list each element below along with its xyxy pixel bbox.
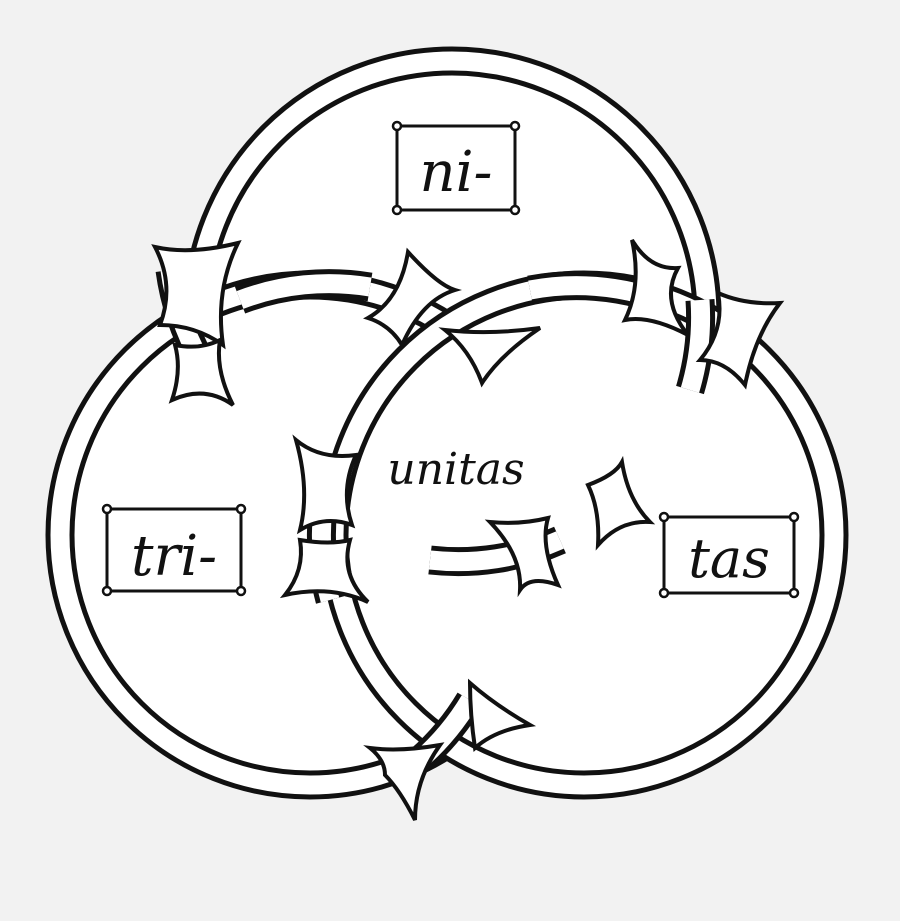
arrowhead-left-lower bbox=[279, 537, 370, 604]
arrowheads bbox=[151, 238, 785, 821]
label-box-left: tri- bbox=[101, 503, 247, 597]
arrowhead-left-upper bbox=[168, 336, 235, 407]
arrowhead-top-left bbox=[151, 240, 242, 350]
arrowhead-bottom-center bbox=[467, 678, 537, 752]
arrowhead-center-right bbox=[484, 515, 562, 598]
label-tri: tri- bbox=[131, 524, 217, 589]
label-box-top: ni- bbox=[391, 120, 521, 216]
arrowhead-top-right bbox=[621, 238, 690, 337]
label-tas: tas bbox=[688, 527, 770, 590]
arrowhead-center-top bbox=[363, 247, 462, 350]
arrowhead-right-outer bbox=[695, 289, 785, 390]
arrowhead-center-left bbox=[292, 434, 360, 535]
arrowhead-right-inner bbox=[585, 455, 656, 551]
label-ni: ni- bbox=[420, 140, 493, 205]
arrowhead-center-right-top bbox=[438, 326, 542, 388]
label-boxes: ni- tri- tas unitas bbox=[101, 120, 800, 599]
arrowhead-bottom bbox=[363, 742, 445, 821]
label-unitas: unitas bbox=[387, 444, 524, 495]
label-box-right: tas bbox=[658, 511, 800, 599]
